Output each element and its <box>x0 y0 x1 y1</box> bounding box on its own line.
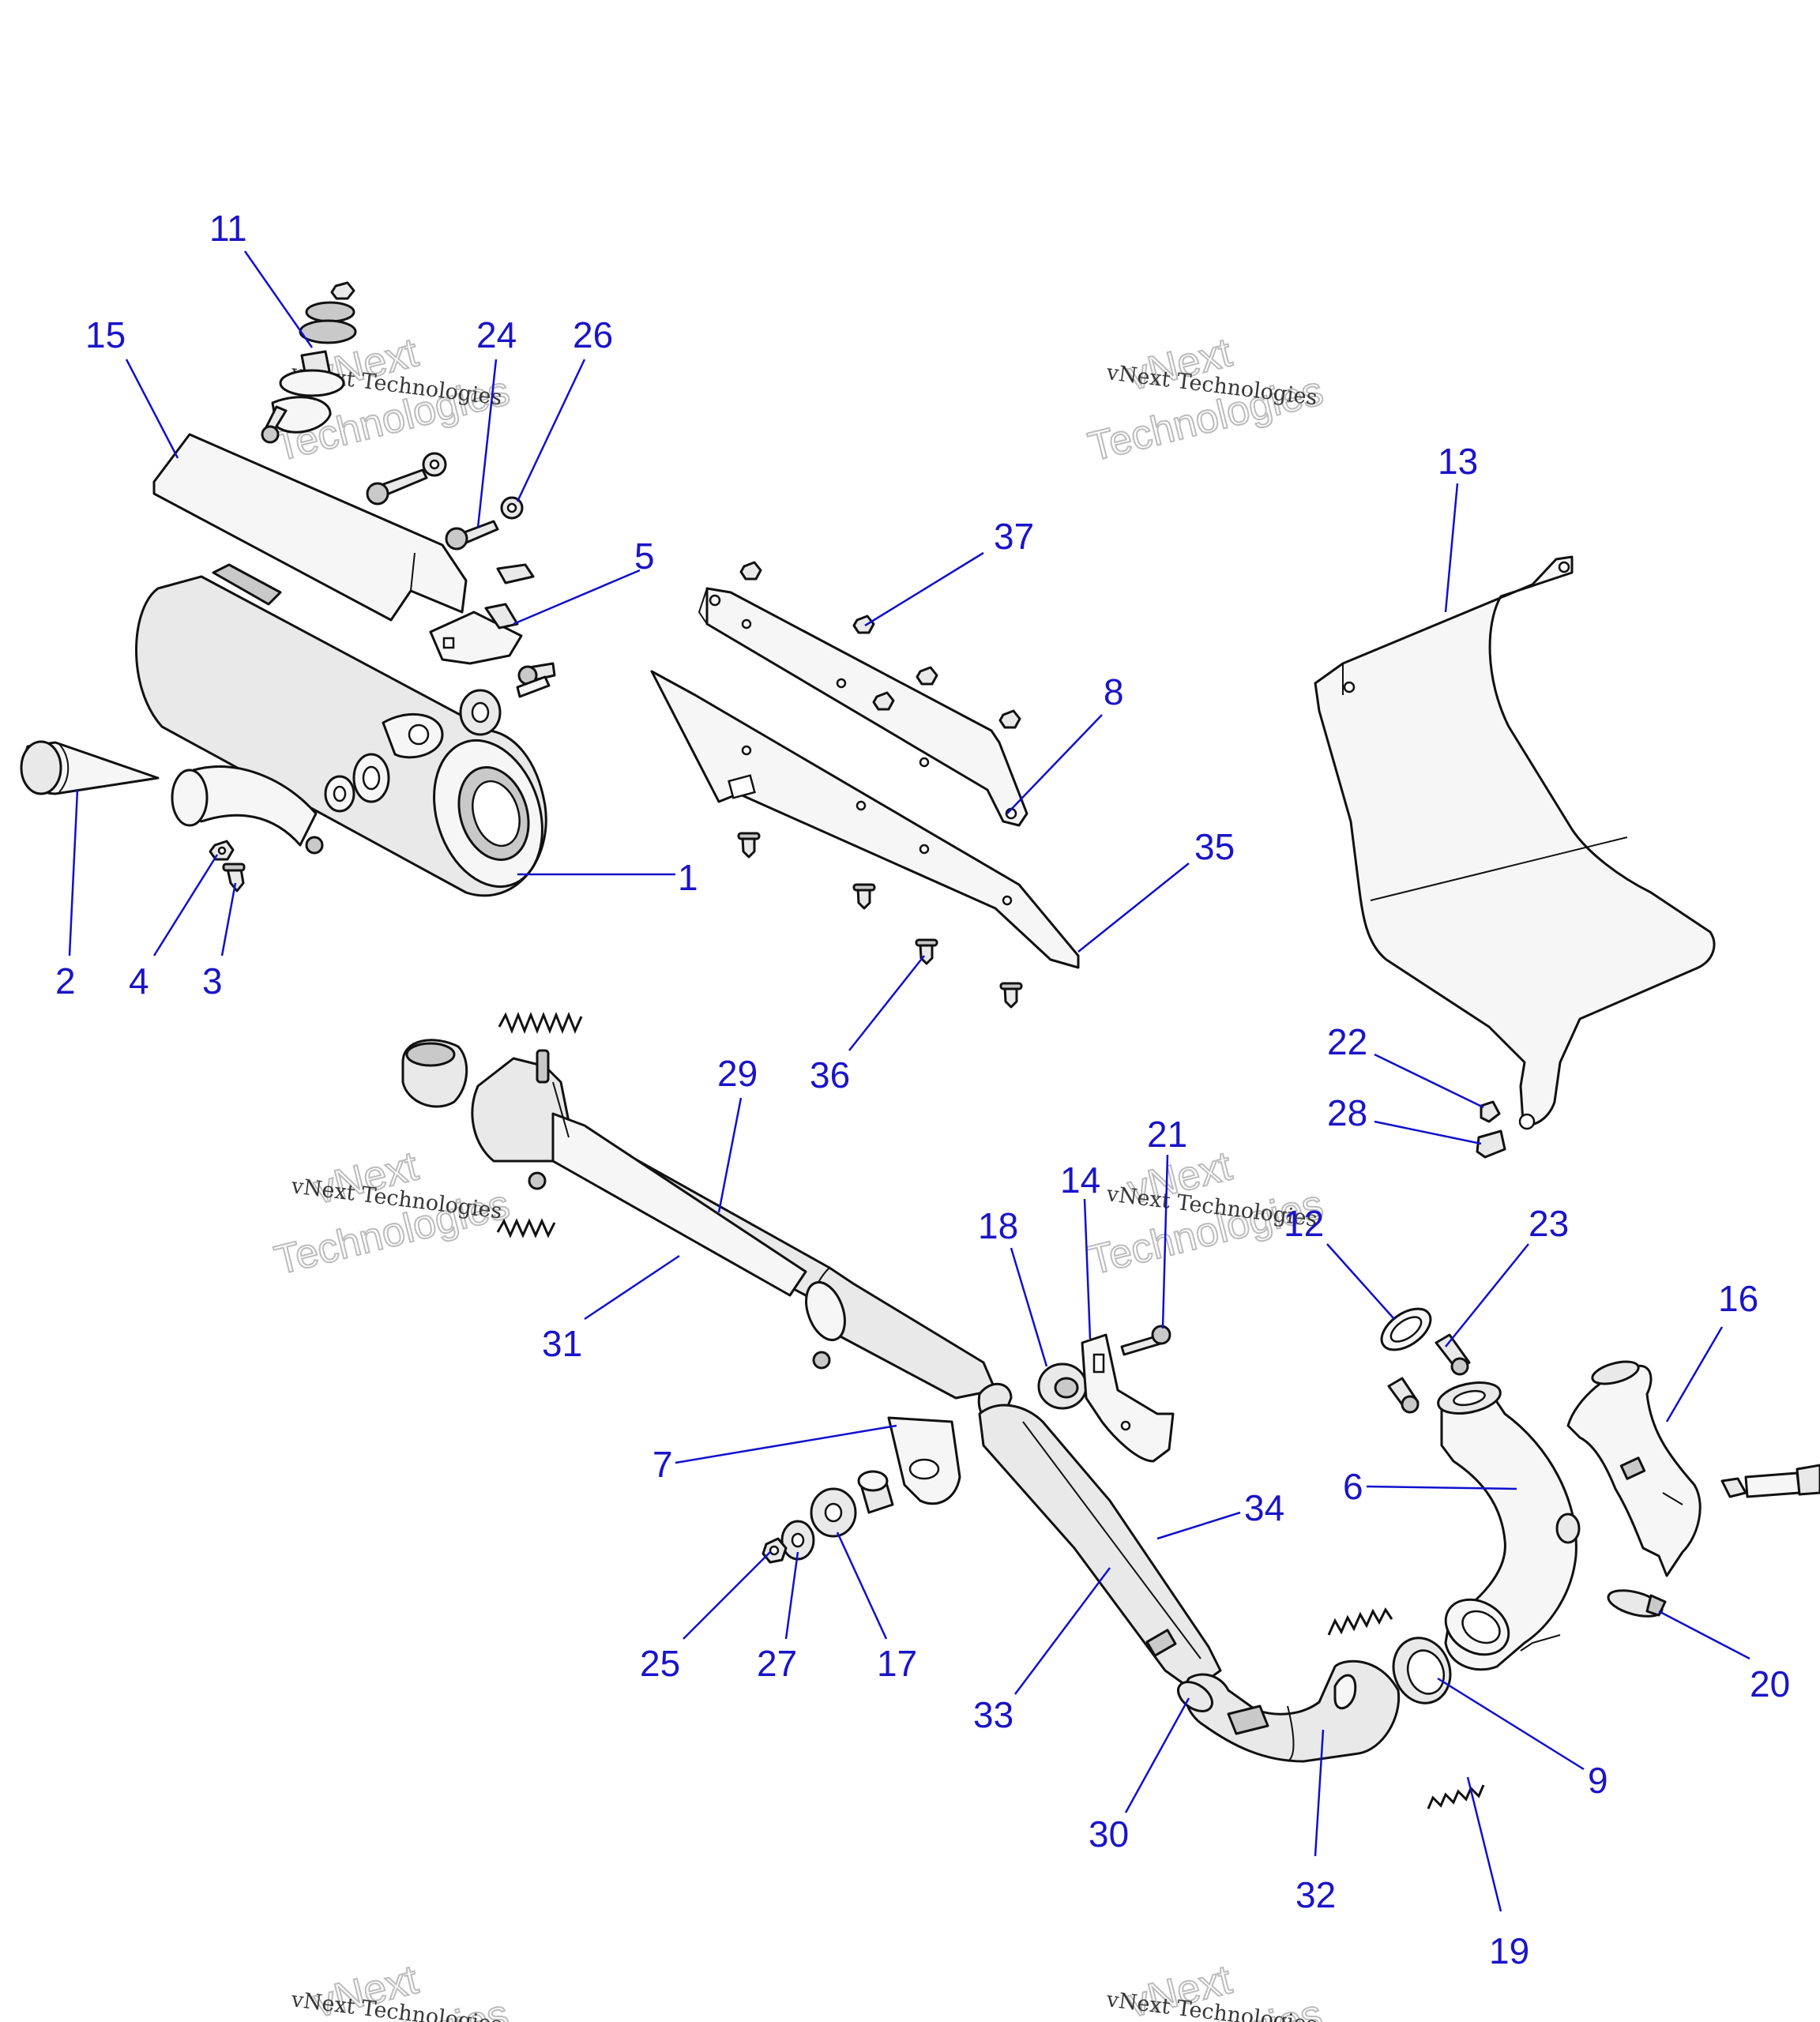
part-sleeve <box>857 1470 894 1514</box>
callout-3: 3 <box>202 960 223 1002</box>
part-nuts-37 <box>739 561 1021 729</box>
part-header-pipe <box>1437 1381 1581 1671</box>
callout-20: 20 <box>1750 1663 1790 1704</box>
part-heat-shield-large <box>1314 555 1716 1130</box>
part-heat-shield-upper <box>152 433 468 622</box>
part-heat-shield-header <box>1566 1360 1702 1577</box>
callout-30: 30 <box>1089 1813 1129 1855</box>
callout-36: 36 <box>810 1054 850 1096</box>
callout-19: 19 <box>1489 1930 1529 1971</box>
part-o2-sensor <box>1720 1464 1820 1498</box>
part-bolt-21 <box>1120 1325 1171 1356</box>
callout-5: 5 <box>634 536 655 577</box>
callout-labels: 1 2 3 4 5 6 7 8 9 11 12 13 14 15 16 17 1… <box>55 208 1790 1971</box>
part-grommet-ring <box>459 689 502 736</box>
callout-31: 31 <box>542 1323 582 1364</box>
callout-8: 8 <box>1104 671 1124 712</box>
callout-1: 1 <box>678 857 698 898</box>
callout-17: 17 <box>877 1643 917 1684</box>
callout-21: 21 <box>1147 1114 1187 1155</box>
part-screws-36 <box>737 832 1023 1009</box>
part-clamp-20 <box>1607 1589 1667 1618</box>
callout-4: 4 <box>129 960 149 1002</box>
part-bolt-24-upper <box>366 452 447 506</box>
callout-13: 13 <box>1438 441 1478 482</box>
part-bracket-5 <box>429 563 556 698</box>
part-mount-tab-7 <box>887 1416 961 1505</box>
part-downpipe <box>978 1404 1222 1692</box>
part-elbow <box>1177 1659 1401 1763</box>
callout-32: 32 <box>1295 1874 1336 1915</box>
part-screw-3 <box>222 863 246 893</box>
part-bolt-24-lower <box>445 520 499 551</box>
part-nut-25 <box>761 1537 788 1564</box>
callout-34: 34 <box>1244 1487 1284 1528</box>
part-gasket-12 <box>1380 1307 1432 1351</box>
part-spring-19 <box>1427 1784 1485 1810</box>
part-nut-4 <box>209 840 235 861</box>
callout-14: 14 <box>1060 1159 1100 1201</box>
callout-6: 6 <box>1343 1466 1363 1507</box>
callout-12: 12 <box>1284 1203 1324 1244</box>
part-spacer-18 <box>1037 1362 1088 1410</box>
part-bracket-14 <box>1081 1333 1175 1463</box>
part-nut-28 <box>1476 1129 1506 1159</box>
part-muffler <box>135 563 547 897</box>
part-spark-arrestor <box>20 740 160 795</box>
callout-33: 33 <box>973 1694 1013 1735</box>
callout-16: 16 <box>1718 1278 1758 1319</box>
part-bracket-plate-35 <box>650 670 1080 969</box>
callout-7: 7 <box>652 1444 673 1485</box>
callout-11: 11 <box>209 208 247 249</box>
callout-15: 15 <box>85 314 126 355</box>
callout-37: 37 <box>994 516 1034 557</box>
part-nut-26 <box>500 496 524 520</box>
callout-9: 9 <box>1588 1760 1608 1801</box>
part-spring-elbow <box>1327 1607 1393 1636</box>
callout-18: 18 <box>978 1205 1018 1246</box>
callout-25: 25 <box>640 1643 680 1684</box>
callout-26: 26 <box>573 314 613 355</box>
part-seal-ring-rear <box>401 1039 468 1108</box>
callout-28: 28 <box>1327 1092 1367 1133</box>
part-muffler-inlet <box>171 765 324 855</box>
callout-24: 24 <box>476 314 517 355</box>
callout-27: 27 <box>757 1643 797 1684</box>
part-clip-22 <box>1480 1100 1501 1123</box>
callout-29: 29 <box>717 1053 758 1094</box>
callout-2: 2 <box>55 960 76 1002</box>
part-spring-lower <box>496 1218 556 1238</box>
part-mid-pipe <box>471 1049 997 1400</box>
leader-lines <box>68 250 1750 1912</box>
callout-22: 22 <box>1327 1021 1367 1062</box>
part-gasket-9 <box>1392 1637 1452 1704</box>
part-washer-17 <box>810 1487 857 1538</box>
part-stud-23 <box>1387 1333 1471 1414</box>
callout-23: 23 <box>1529 1203 1569 1244</box>
callout-35: 35 <box>1194 826 1235 867</box>
part-spring-upper <box>498 1011 583 1035</box>
